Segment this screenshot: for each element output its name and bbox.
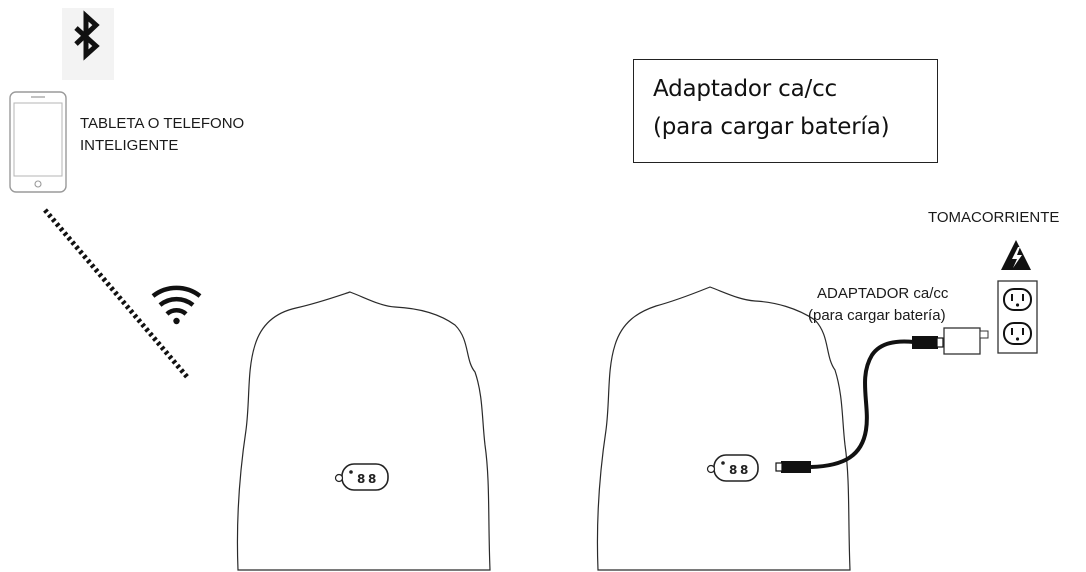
svg-text:8: 8: [729, 463, 737, 477]
wall-outlet-icon: [997, 280, 1038, 354]
outlet-label: TOMACORRIENTE: [928, 209, 1060, 226]
speaker-control-panel-left: 8 8: [334, 463, 389, 491]
ac-dc-adapter-icon: [943, 327, 989, 355]
adapter-label-line1: ADAPTADOR ca/cc: [817, 285, 949, 302]
smartphone-icon: [9, 91, 67, 193]
wifi-icon: [151, 285, 202, 325]
device-label-line2: INTELIGENTE: [80, 137, 179, 154]
speaker-control-panel-right: 8 8: [706, 454, 759, 482]
svg-text:8: 8: [357, 472, 365, 486]
rock-speaker-left: 8 8: [236, 291, 491, 571]
rock-speaker-right: 8 8: [596, 286, 851, 571]
charging-cable: [775, 336, 944, 473]
wireless-link-line: [43, 208, 190, 380]
high-voltage-icon: [1001, 240, 1031, 270]
svg-text:8: 8: [368, 472, 376, 486]
adapter-callout-box: Adaptador ca/cc (para cargar batería): [633, 59, 938, 163]
callout-line2: (para cargar batería): [653, 114, 890, 140]
callout-line1: Adaptador ca/cc: [653, 76, 837, 102]
svg-text:8: 8: [740, 463, 748, 477]
bluetooth-icon: [62, 8, 114, 80]
device-label-line1: TABLETA O TELEFONO: [80, 115, 245, 132]
adapter-label-line2: (para cargar batería): [808, 307, 946, 324]
